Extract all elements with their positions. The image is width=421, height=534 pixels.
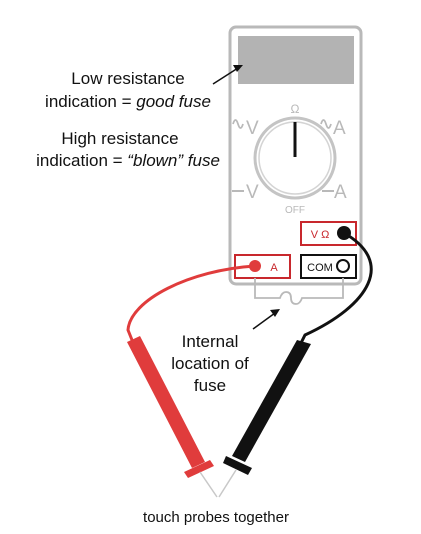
black-plug: [337, 226, 351, 240]
black-probe-tip: [218, 469, 237, 498]
test-leads: [126, 226, 373, 498]
red-lead-wire: [126, 264, 256, 346]
fuse-label-line2: location of: [171, 354, 249, 373]
fuse-arrow: [252, 312, 276, 330]
blown-fuse-emphasis: “blown” fuse: [127, 151, 220, 170]
jack-vohm-label: V Ω: [311, 229, 330, 241]
red-probe-guard: [184, 460, 214, 478]
multimeter: V A V A Ω OFF V Ω A COM: [228, 25, 363, 305]
black-probe-body: [232, 340, 311, 462]
low-resistance-prefix: indication =: [45, 92, 136, 111]
dial-label-off: OFF: [285, 205, 305, 216]
fuse-arrowhead: [270, 309, 280, 317]
high-resistance-line1: High resistance: [61, 129, 178, 148]
low-resistance-line2: indication = good fuse: [45, 92, 211, 111]
display-arrowhead: [233, 65, 243, 72]
jack-com-socket: [336, 259, 350, 273]
annotations: Low resistance indication = good fuse Hi…: [36, 69, 289, 526]
dial-label-ac-v: V: [246, 118, 259, 139]
black-lead-wire: [298, 231, 373, 346]
display-arrow: [212, 67, 239, 85]
fuse-label-line3: fuse: [194, 376, 226, 395]
high-resistance-line2: indication = “blown” fuse: [36, 151, 220, 170]
red-probe-body: [127, 336, 205, 468]
ac-voltage-wave-icon: [232, 119, 244, 129]
jack-a-label: A: [270, 262, 278, 274]
dial-label-dc-v: V: [246, 182, 259, 203]
annotation-arrows: [212, 65, 280, 330]
black-probe-guard: [223, 456, 252, 475]
internal-fuse-path: [254, 278, 344, 305]
selector-dial: [253, 116, 337, 200]
fuse-label-line1: Internal: [182, 332, 239, 351]
low-resistance-line1: Low resistance: [71, 69, 184, 88]
dial-label-ac-a: A: [333, 118, 346, 139]
good-fuse-emphasis: good fuse: [136, 92, 211, 111]
jack-com-label: COM: [307, 262, 333, 274]
dial-label-dc-a: A: [334, 182, 347, 203]
ac-current-wave-icon: [320, 119, 332, 129]
dial-label-ohm: Ω: [291, 102, 300, 116]
high-resistance-prefix: indication =: [36, 151, 127, 170]
red-probe-tip: [199, 471, 218, 498]
caption: touch probes together: [143, 509, 289, 526]
red-plug: [249, 260, 261, 272]
meter-display: [238, 36, 354, 84]
